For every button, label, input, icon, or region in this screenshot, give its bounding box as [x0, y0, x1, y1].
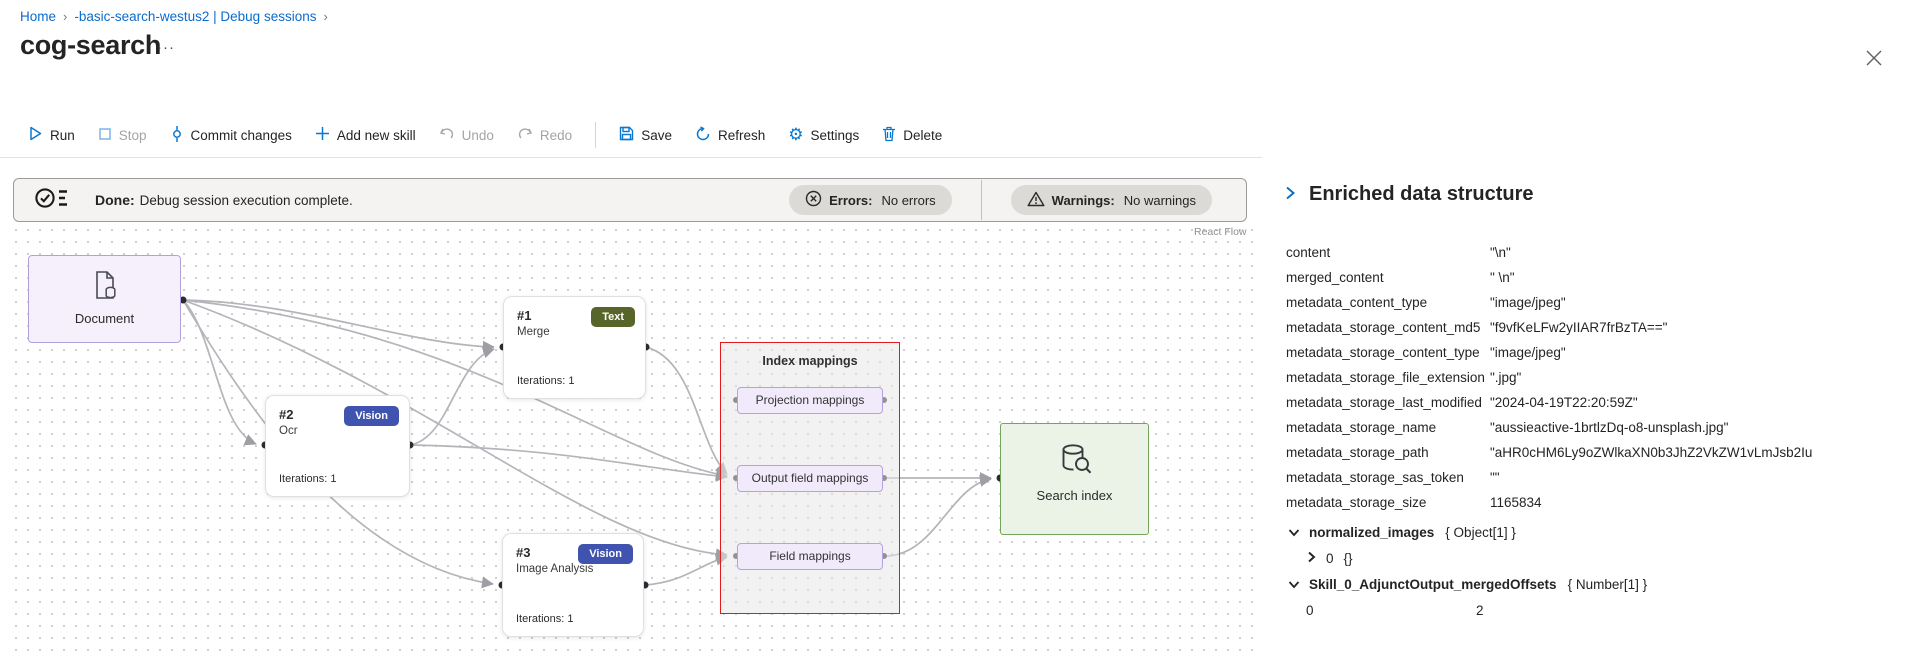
node-skill-3-image-analysis[interactable]: #3 Vision Image Analysis Iterations: 1 — [502, 533, 644, 637]
gear-icon: ⚙ — [788, 124, 804, 145]
trash-icon — [882, 126, 896, 145]
warning-triangle-icon — [1027, 191, 1045, 210]
skill-number: #2 — [279, 407, 294, 422]
done-checklist-icon — [34, 185, 70, 216]
toolbar-divider — [595, 122, 597, 148]
document-node-label: Document — [74, 311, 135, 326]
play-icon — [28, 126, 43, 144]
breadcrumb-separator: › — [63, 9, 68, 24]
refresh-icon — [695, 125, 711, 145]
skill-iterations: Iterations: 1 — [517, 375, 575, 387]
chevron-right-icon[interactable] — [1307, 551, 1316, 566]
group-index-mappings[interactable]: Index mappings Projection mappings Outpu… — [720, 342, 900, 614]
chevron-down-icon[interactable] — [1288, 525, 1300, 540]
document-icon — [29, 269, 180, 306]
commit-changes-button[interactable]: Commit changes — [170, 125, 292, 145]
run-button[interactable]: Run — [28, 126, 75, 144]
breadcrumb: Home › -basic-search-westus2 | Debug ses… — [20, 9, 328, 24]
skill-name: Ocr — [279, 425, 298, 437]
breadcrumb-home-link[interactable]: Home — [20, 9, 57, 24]
skill-offsets-item: 0 2 — [1306, 602, 1484, 618]
redo-icon — [517, 126, 533, 144]
plus-icon — [315, 126, 330, 144]
data-row: metadata_storage_sas_token"" — [1286, 470, 1500, 485]
skill-number: #3 — [516, 545, 531, 560]
delete-button[interactable]: Delete — [882, 126, 942, 145]
node-projection-mappings[interactable]: Projection mappings — [737, 387, 883, 414]
panel-title: Enriched data structure — [1309, 183, 1534, 205]
data-row: metadata_storage_content_md5"f9vfKeLFw2y… — [1286, 320, 1668, 335]
add-new-skill-button[interactable]: Add new skill — [315, 126, 416, 144]
status-message: Done:Debug session execution complete. — [95, 192, 353, 208]
panel-collapse-chevron-icon[interactable] — [1284, 185, 1296, 206]
node-skill-2-ocr[interactable]: #2 Vision Ocr Iterations: 1 — [265, 395, 410, 497]
save-button[interactable]: Save — [619, 126, 672, 144]
node-field-mappings[interactable]: Field mappings — [737, 543, 883, 570]
node-output-field-mappings[interactable]: Output field mappings — [737, 465, 883, 492]
enriched-data-rows: content"\n" merged_content" \n" metadata… — [1262, 240, 1908, 623]
skill-name: Merge — [517, 326, 550, 338]
node-document[interactable]: Document — [28, 255, 181, 343]
warnings-button[interactable]: Warnings: No warnings — [1010, 185, 1212, 215]
data-row: metadata_content_type"image/jpeg" — [1286, 295, 1566, 310]
redo-button[interactable]: Redo — [517, 126, 572, 144]
data-row: metadata_storage_name"aussieactive-1brtl… — [1286, 420, 1729, 435]
normalized-images-expander[interactable]: normalized_images { Object[1] } — [1262, 519, 1908, 545]
undo-icon — [439, 126, 455, 144]
error-circle-icon — [805, 190, 822, 210]
data-row: content"\n" — [1286, 245, 1511, 260]
save-icon — [619, 126, 634, 144]
page-title: cog-search — [20, 30, 162, 60]
data-row: metadata_storage_last_modified"2024-04-1… — [1286, 395, 1638, 410]
search-index-label: Search index — [1036, 488, 1113, 503]
command-bar: Run Stop Commit changes Add new skill Un… — [28, 114, 942, 156]
stop-button[interactable]: Stop — [98, 127, 147, 144]
breadcrumb-separator: › — [323, 9, 328, 24]
data-row: metadata_storage_file_extension".jpg" — [1286, 370, 1522, 385]
more-menu-button[interactable]: ··· — [157, 39, 175, 56]
chevron-down-icon[interactable] — [1288, 577, 1300, 592]
breadcrumb-debug-sessions-link[interactable]: -basic-search-westus2 | Debug sessions — [74, 9, 317, 24]
data-row: metadata_storage_path"aHR0cHM6Ly9oZWlkaX… — [1286, 445, 1813, 460]
skill-iterations: Iterations: 1 — [279, 473, 337, 485]
normalized-images-item[interactable]: 0 {} — [1262, 545, 1908, 571]
skill-type-badge: Vision — [578, 544, 633, 564]
commit-icon — [170, 125, 184, 145]
node-skill-1-merge[interactable]: #1 Text Merge Iterations: 1 — [503, 296, 646, 399]
refresh-button[interactable]: Refresh — [695, 125, 765, 145]
status-banner: Done:Debug session execution complete. E… — [13, 178, 1247, 222]
node-search-index[interactable]: Search index — [1000, 423, 1149, 535]
skill-number: #1 — [517, 308, 532, 323]
skill-type-badge: Vision — [344, 406, 399, 426]
errors-button[interactable]: Errors: No errors — [789, 185, 952, 215]
skill-name: Image Analysis — [516, 563, 594, 575]
skill-type-badge: Text — [591, 307, 635, 327]
undo-button[interactable]: Undo — [439, 126, 494, 144]
settings-button[interactable]: ⚙ Settings — [788, 124, 860, 145]
toolbar-bottom-rule — [0, 157, 1908, 158]
enriched-data-panel: Enriched data structure content"\n" merg… — [1262, 157, 1908, 657]
skill-offsets-expander[interactable]: Skill_0_AdjunctOutput_mergedOffsets { Nu… — [1262, 571, 1908, 597]
close-icon[interactable] — [1860, 44, 1888, 72]
banner-divider — [980, 180, 982, 220]
data-row: metadata_storage_content_type"image/jpeg… — [1286, 345, 1566, 360]
index-mappings-title: Index mappings — [762, 354, 858, 368]
skill-iterations: Iterations: 1 — [516, 613, 574, 625]
stop-icon — [98, 127, 112, 144]
search-index-icon — [1001, 441, 1148, 484]
react-flow-attribution[interactable]: React Flow — [1194, 226, 1247, 238]
data-row: merged_content" \n" — [1286, 270, 1515, 285]
